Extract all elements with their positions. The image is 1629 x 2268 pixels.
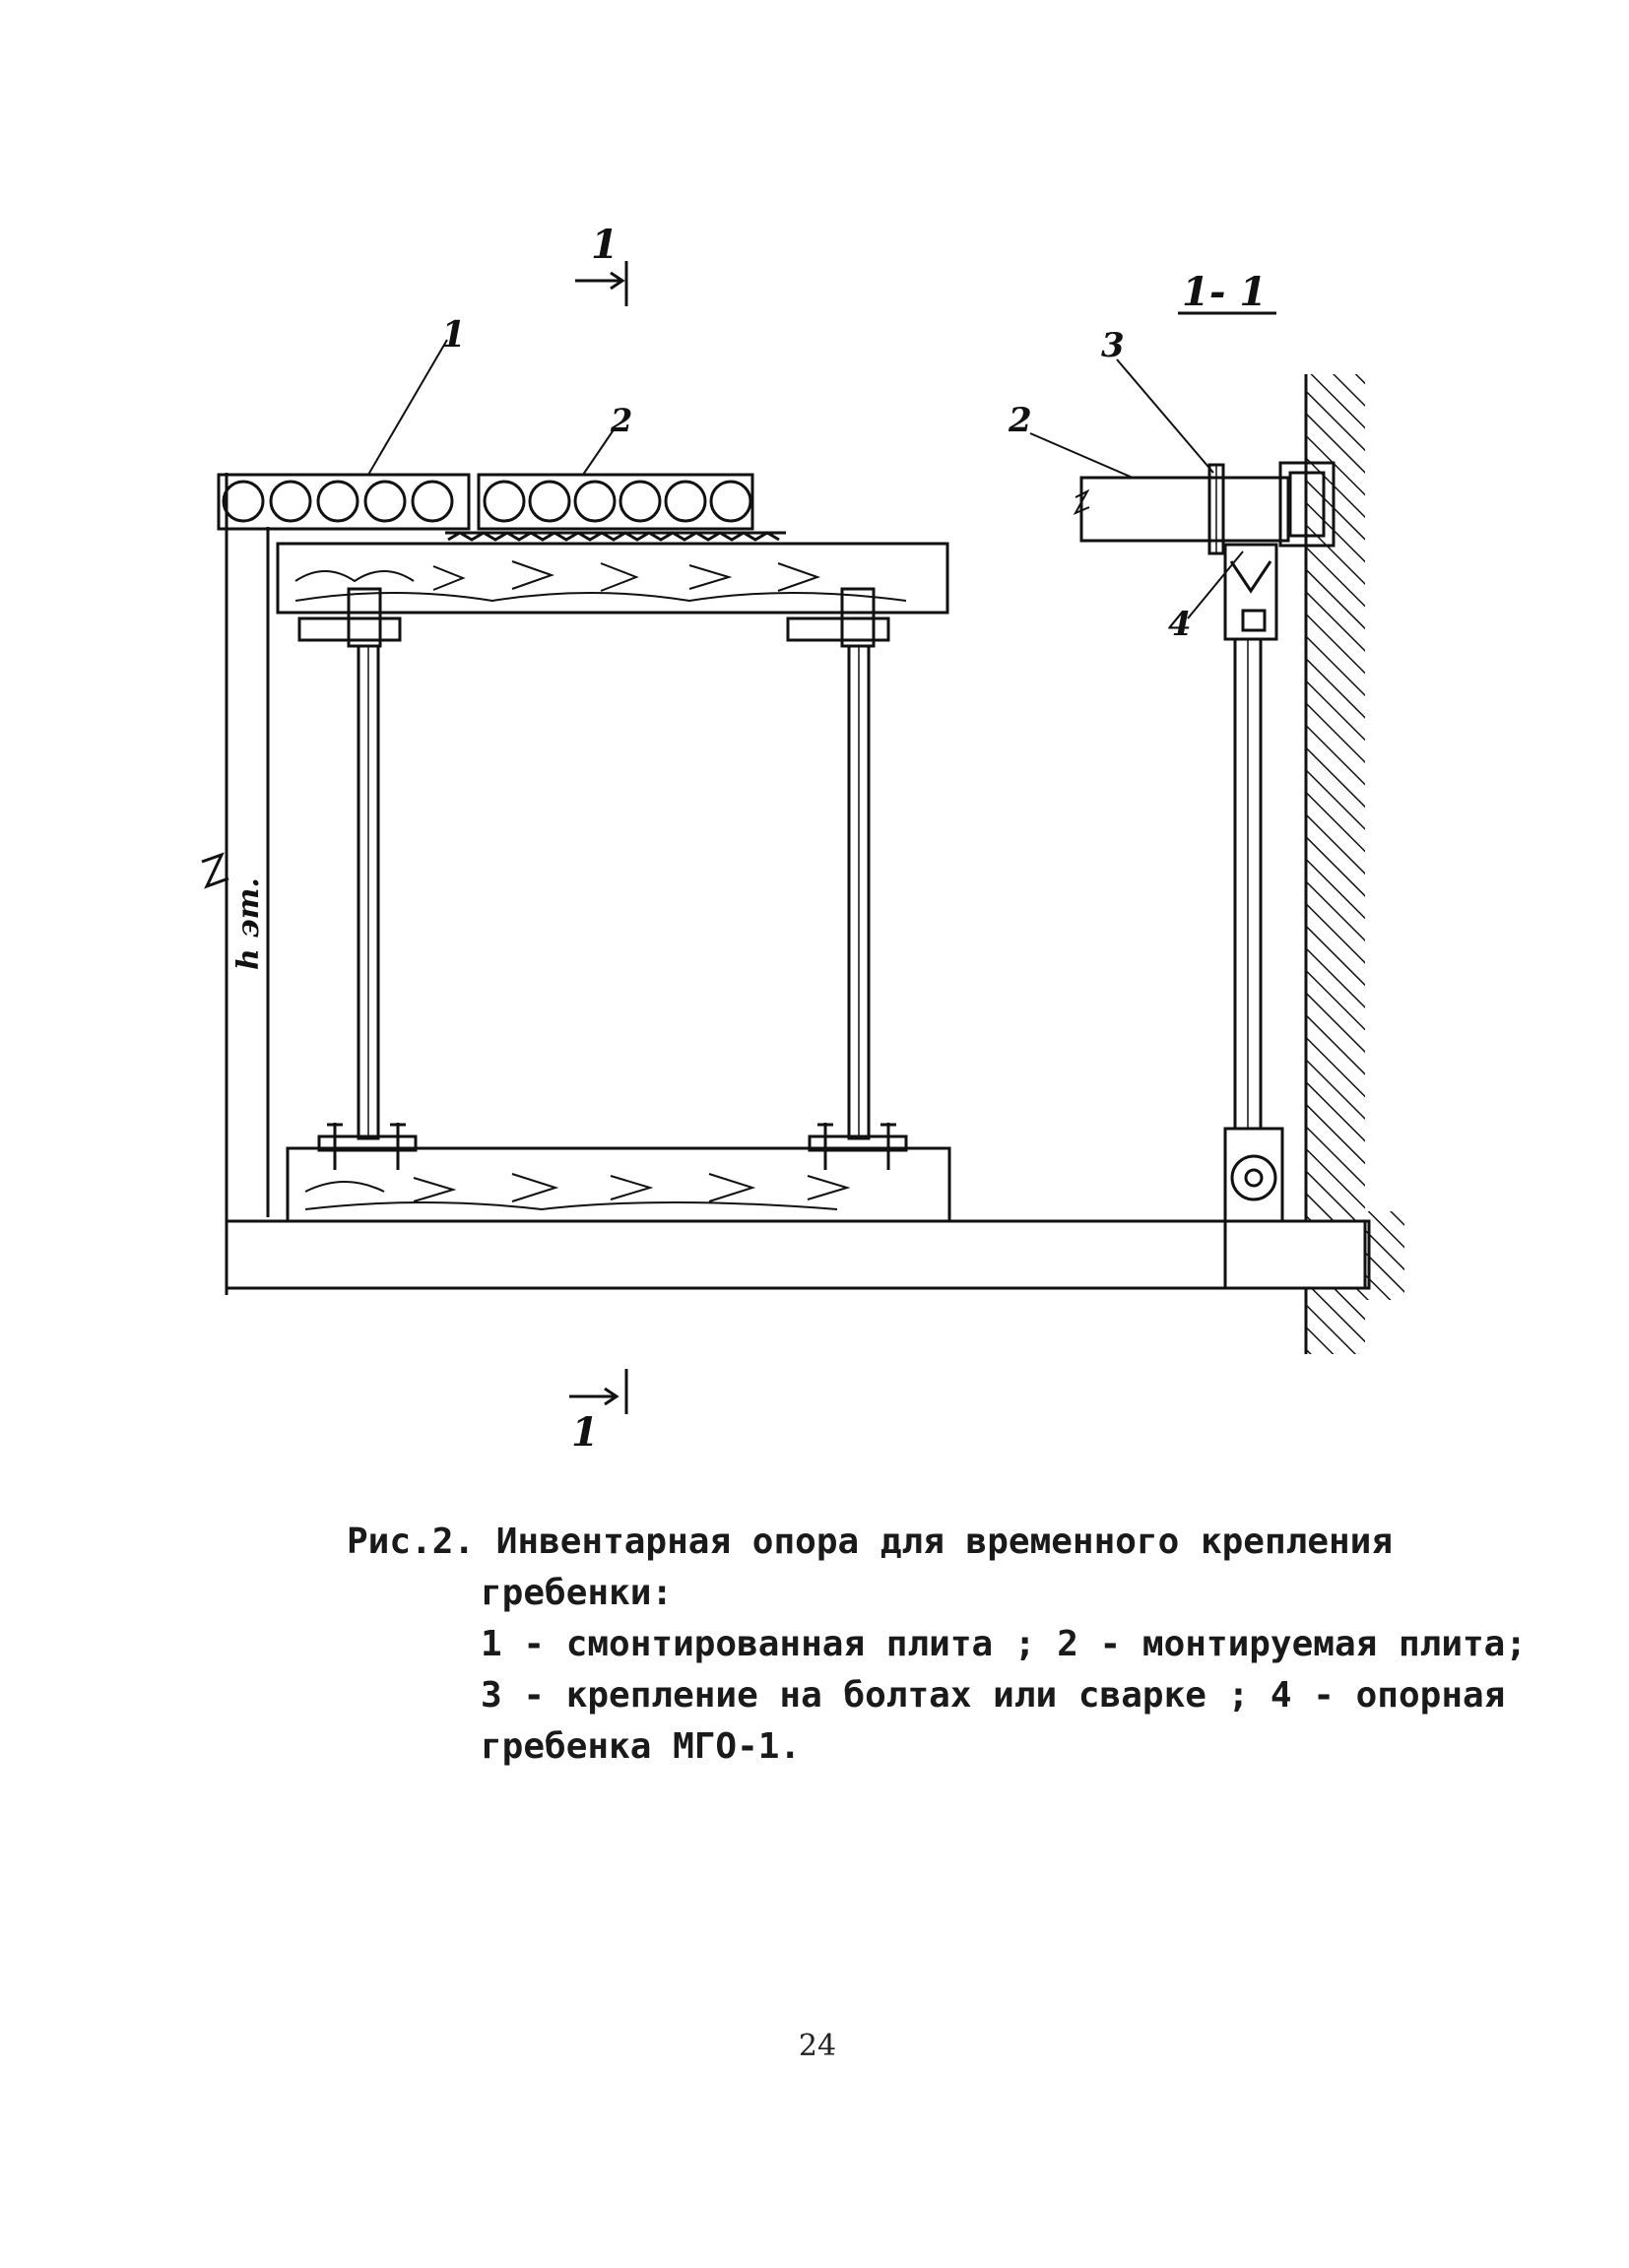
left-base-plate — [317, 1134, 418, 1152]
floor-slab — [225, 1219, 1371, 1290]
main-elevation-view — [201, 261, 1371, 1414]
section-mark-bottom-label: 1 — [571, 1409, 599, 1456]
section-floor — [1223, 1219, 1367, 1290]
leader-2-section — [1029, 432, 1134, 479]
lower-beam-wood-grain — [304, 1173, 851, 1211]
channel-bracket — [1278, 461, 1336, 548]
figure-caption: Рис.2. Инвентарная опора для временного … — [347, 1517, 1528, 1773]
break-mark — [201, 852, 229, 889]
lower-timber-beam — [286, 1146, 951, 1223]
callout-2-section-label: 2 — [1008, 401, 1032, 440]
upper-beam-wood-grain — [294, 560, 907, 603]
slab-being-mounted — [477, 473, 754, 531]
section-title-label: 1- 1 — [1182, 269, 1267, 315]
anchor-bolts — [327, 1123, 896, 1170]
section-cut-bottom — [569, 1369, 628, 1414]
slab-being-mounted-voids — [483, 480, 752, 523]
page-number: 24 — [798, 2029, 837, 2063]
section-slab — [1079, 476, 1290, 543]
leader-4 — [1187, 551, 1244, 619]
leader-3 — [1116, 358, 1214, 474]
leader-2 — [582, 427, 616, 476]
caption-line-2: гребенки: — [481, 1573, 674, 1613]
right-base-plate — [808, 1134, 908, 1152]
callout-1-label: 1 — [441, 314, 466, 356]
callout-2-label: 2 — [610, 402, 632, 439]
upper-timber-beam — [276, 542, 949, 615]
mounted-slab-voids — [222, 480, 454, 523]
leader-1 — [367, 339, 448, 476]
caption-line-4: 3 - крепление на болтах или сварке ; 4 -… — [481, 1675, 1506, 1716]
caption-line-1: Рис.2. Инвентарная опора для временного … — [347, 1522, 1394, 1562]
section-view — [1029, 311, 1404, 1354]
callout-3-label: 3 — [1101, 326, 1125, 365]
height-dimension-label: h эт. — [231, 877, 266, 970]
section-cut-top — [575, 261, 628, 306]
callout-4-label: 4 — [1168, 605, 1192, 644]
caption-line-5: гребенка МГО-1. — [481, 1726, 802, 1767]
section-mark-top-label: 1 — [591, 222, 619, 268]
caption-line-3: 1 - смонтированная плита ; 2 - монтируем… — [481, 1624, 1528, 1664]
wall — [1306, 374, 1365, 1354]
mounted-slab — [217, 473, 471, 531]
support-comb — [447, 531, 780, 542]
